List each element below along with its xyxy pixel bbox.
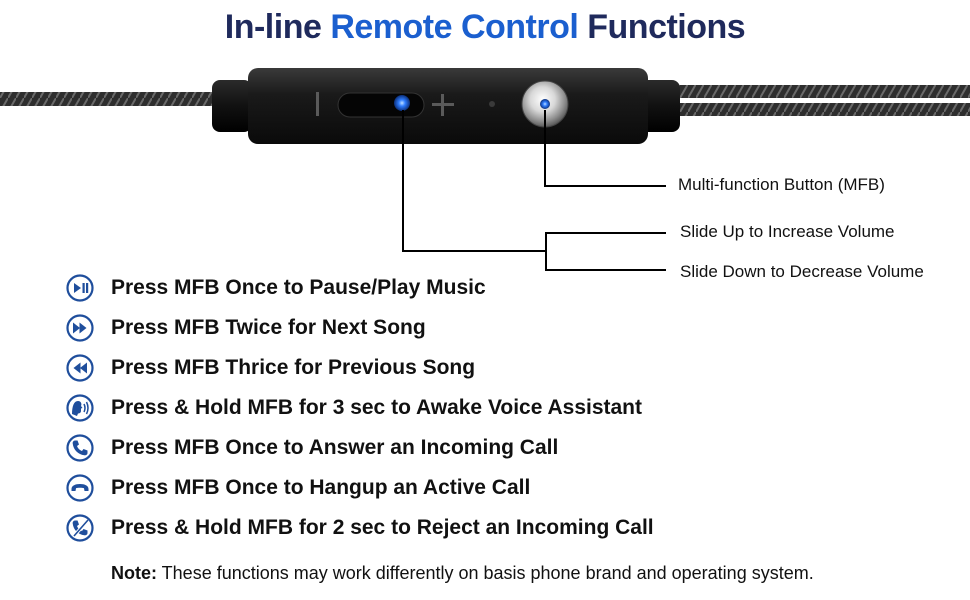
list-item: Press MFB Thrice for Previous Song: [66, 348, 654, 388]
footnote: Note: These functions may work different…: [111, 563, 814, 584]
mfb-led: [540, 99, 550, 109]
volume-bracket-line: [545, 232, 666, 271]
right-end-cap: [640, 80, 680, 132]
volume-slider[interactable]: [337, 92, 425, 118]
plus-mark: [432, 94, 454, 116]
right-cable-top: [672, 85, 970, 98]
list-item: Press & Hold MFB for 3 sec to Awake Voic…: [66, 388, 654, 428]
list-item: Press & Hold MFB for 2 sec to Reject an …: [66, 508, 654, 548]
function-list: Press MFB Once to Pause/Play Music Press…: [66, 268, 654, 548]
function-text: Press MFB Thrice for Previous Song: [111, 356, 476, 379]
left-end-cap: [212, 80, 252, 132]
function-text: Press MFB Once to Hangup an Active Call: [111, 476, 531, 499]
slider-led: [394, 95, 410, 111]
mfb-callout-line: [544, 110, 666, 187]
note-text: These functions may work differently on …: [157, 563, 814, 583]
function-text: Press & Hold MFB for 2 sec to Reject an …: [111, 516, 654, 539]
list-item: Press MFB Once to Answer an Incoming Cal…: [66, 428, 654, 468]
function-text: Press & Hold MFB for 3 sec to Awake Voic…: [111, 396, 642, 419]
function-text: Press MFB Once to Pause/Play Music: [111, 276, 486, 299]
list-item: Press MFB Once to Pause/Play Music: [66, 268, 654, 308]
slider-callout-line: [402, 110, 546, 252]
list-item: Press MFB Once to Hangup an Active Call: [66, 468, 654, 508]
phone-answer-icon: [66, 434, 94, 462]
list-item: Press MFB Twice for Next Song: [66, 308, 654, 348]
phone-reject-icon: [66, 514, 94, 542]
title-part-1: In-line: [224, 8, 331, 46]
left-cable: [0, 92, 218, 106]
right-cable-bottom: [672, 103, 970, 116]
title-part-3: Functions: [578, 8, 746, 46]
fast-forward-icon: [66, 314, 94, 342]
play-pause-icon: [66, 274, 94, 302]
slide-up-callout-label: Slide Up to Increase Volume: [680, 222, 895, 241]
title-part-2: Remote Control: [330, 8, 579, 46]
function-text: Press MFB Once to Answer an Incoming Cal…: [111, 436, 559, 459]
function-text: Press MFB Twice for Next Song: [111, 316, 426, 339]
page-title: In-line Remote Control Functions: [0, 8, 970, 47]
slide-down-callout-label: Slide Down to Decrease Volume: [680, 262, 924, 281]
mic-hole: [489, 101, 495, 107]
mfb-callout-label: Multi-function Button (MFB): [678, 175, 885, 194]
phone-hangup-icon: [66, 474, 94, 502]
voice-assistant-icon: [66, 394, 94, 422]
minus-mark: [316, 92, 319, 116]
rewind-icon: [66, 354, 94, 382]
note-label: Note:: [111, 563, 157, 583]
